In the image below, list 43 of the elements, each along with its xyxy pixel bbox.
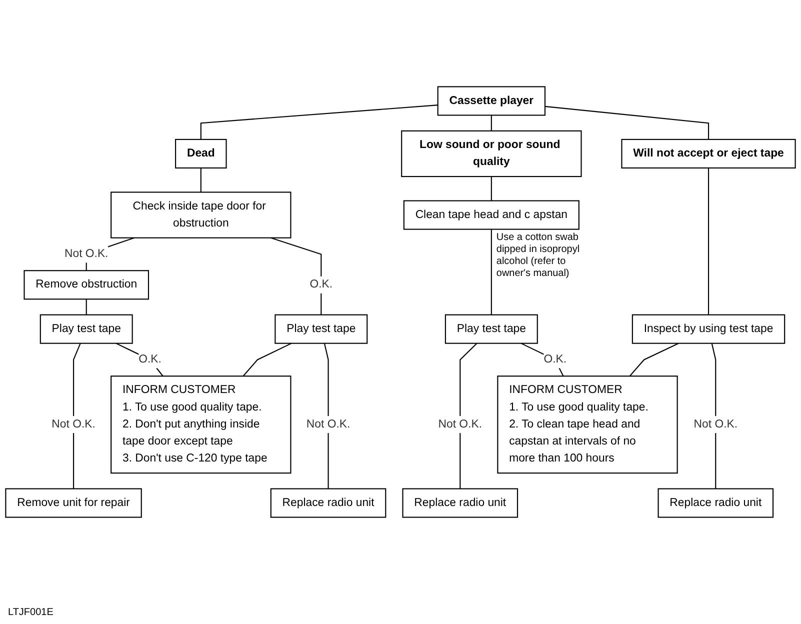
connector [324, 343, 329, 489]
node-box: Play test tape [40, 314, 133, 344]
node-box: Cassette player [437, 86, 546, 116]
node-box: Replace radio unit [270, 488, 386, 518]
node-box: Play test tape [274, 314, 368, 344]
node-box: INFORM CUSTOMER 1. To use good quality tape. 2. To clean tape head and capstan at intervals of no more than 100 hours [497, 376, 678, 474]
edge-label: Not O.K. [438, 418, 482, 430]
connector [490, 176, 492, 201]
node-box: Play test tape [444, 314, 538, 344]
connector [86, 299, 87, 315]
connector [270, 237, 322, 315]
edge-label: Not O.K. [694, 418, 738, 430]
edge-label: O.K. [310, 278, 333, 291]
edge-label: Not O.K. [64, 248, 108, 260]
connector [242, 342, 292, 376]
node-box: Dead [175, 138, 227, 169]
connector [711, 343, 716, 489]
node-box: Check inside tape door for obstruction [110, 192, 292, 238]
connector [544, 106, 710, 140]
connector [490, 229, 492, 315]
node-box: Will not accept or eject tape [621, 138, 796, 169]
edge-label: O.K. [544, 353, 567, 366]
node-box: Low sound or poor sound quality [401, 130, 582, 178]
connector [200, 104, 438, 140]
node-box: Clean tape head and c apstan [403, 200, 580, 230]
edge-label: Not O.K. [306, 418, 350, 430]
connector [73, 343, 81, 489]
node-box: Inspect by using test tape [632, 314, 786, 344]
edge-label: Not O.K. [52, 418, 96, 430]
connector [629, 342, 679, 376]
connector [520, 342, 564, 376]
connector [460, 342, 478, 489]
node-box: Replace radio unit [402, 488, 518, 518]
node-box: Replace radio unit [658, 488, 774, 518]
edge-label: O.K. [138, 353, 162, 366]
node-box: Remove unit for repair [5, 488, 142, 518]
connector [708, 168, 710, 315]
node-box: INFORM CUSTOMER 1. To use good quality tape. 2. Don't put anything inside tape door except tape 3. Don't use C-120 type tape [110, 376, 292, 474]
node-box: Remove obstruction [24, 270, 150, 300]
figure-code: LTJF001E [8, 607, 54, 618]
connector [490, 115, 492, 131]
connector [116, 342, 164, 376]
connector [200, 168, 202, 192]
